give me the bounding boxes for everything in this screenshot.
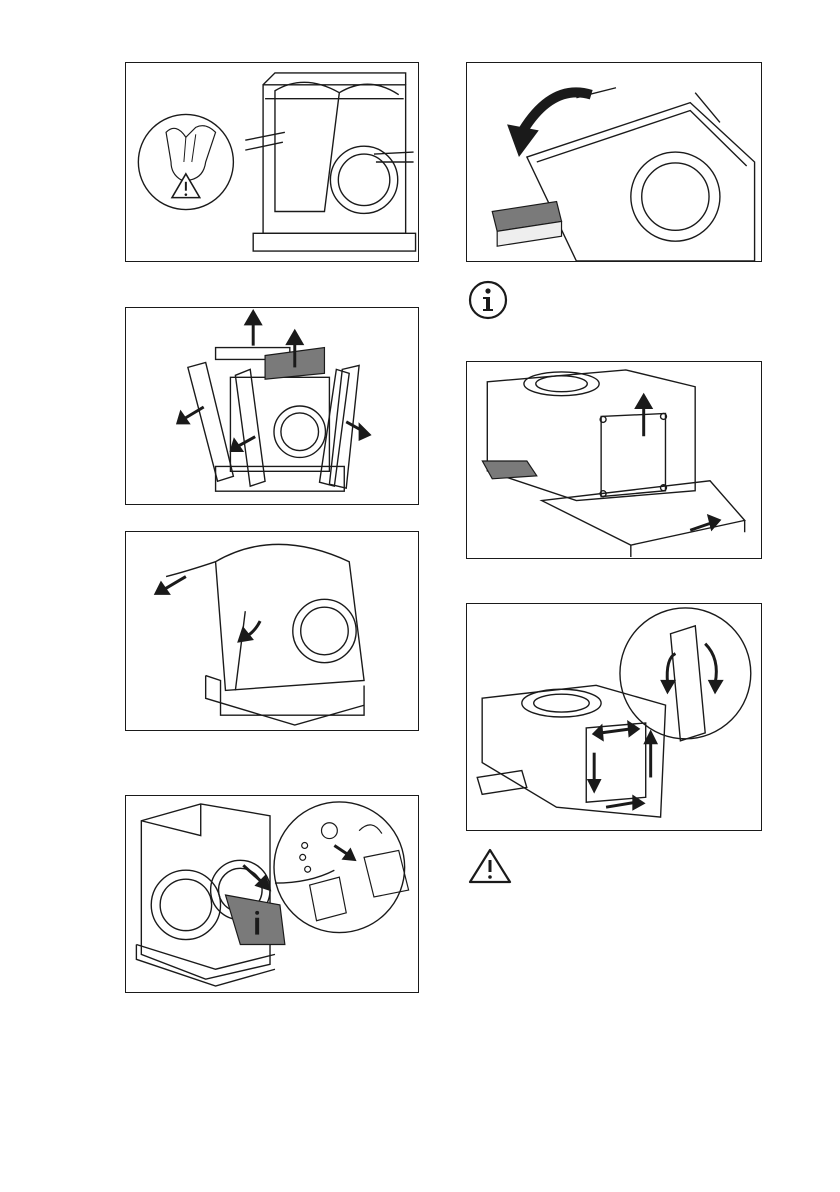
arrow-outward-icon xyxy=(690,516,719,530)
figure-tilt-machine-back xyxy=(466,62,762,262)
figure-accessories-in-drum xyxy=(125,795,419,993)
info-icon xyxy=(468,280,508,320)
figure-remove-polystyrene-base xyxy=(466,603,762,831)
figure-remove-plastic-bag xyxy=(125,531,419,731)
warning-icon xyxy=(468,848,512,884)
arrow-up-icon xyxy=(637,396,651,437)
figure-remove-base-packing xyxy=(466,361,762,559)
figure-remove-top-packing-and-corners xyxy=(125,307,419,505)
arrow-outward-icon xyxy=(156,577,260,641)
figure-remove-wrap-with-gloves xyxy=(125,62,419,262)
